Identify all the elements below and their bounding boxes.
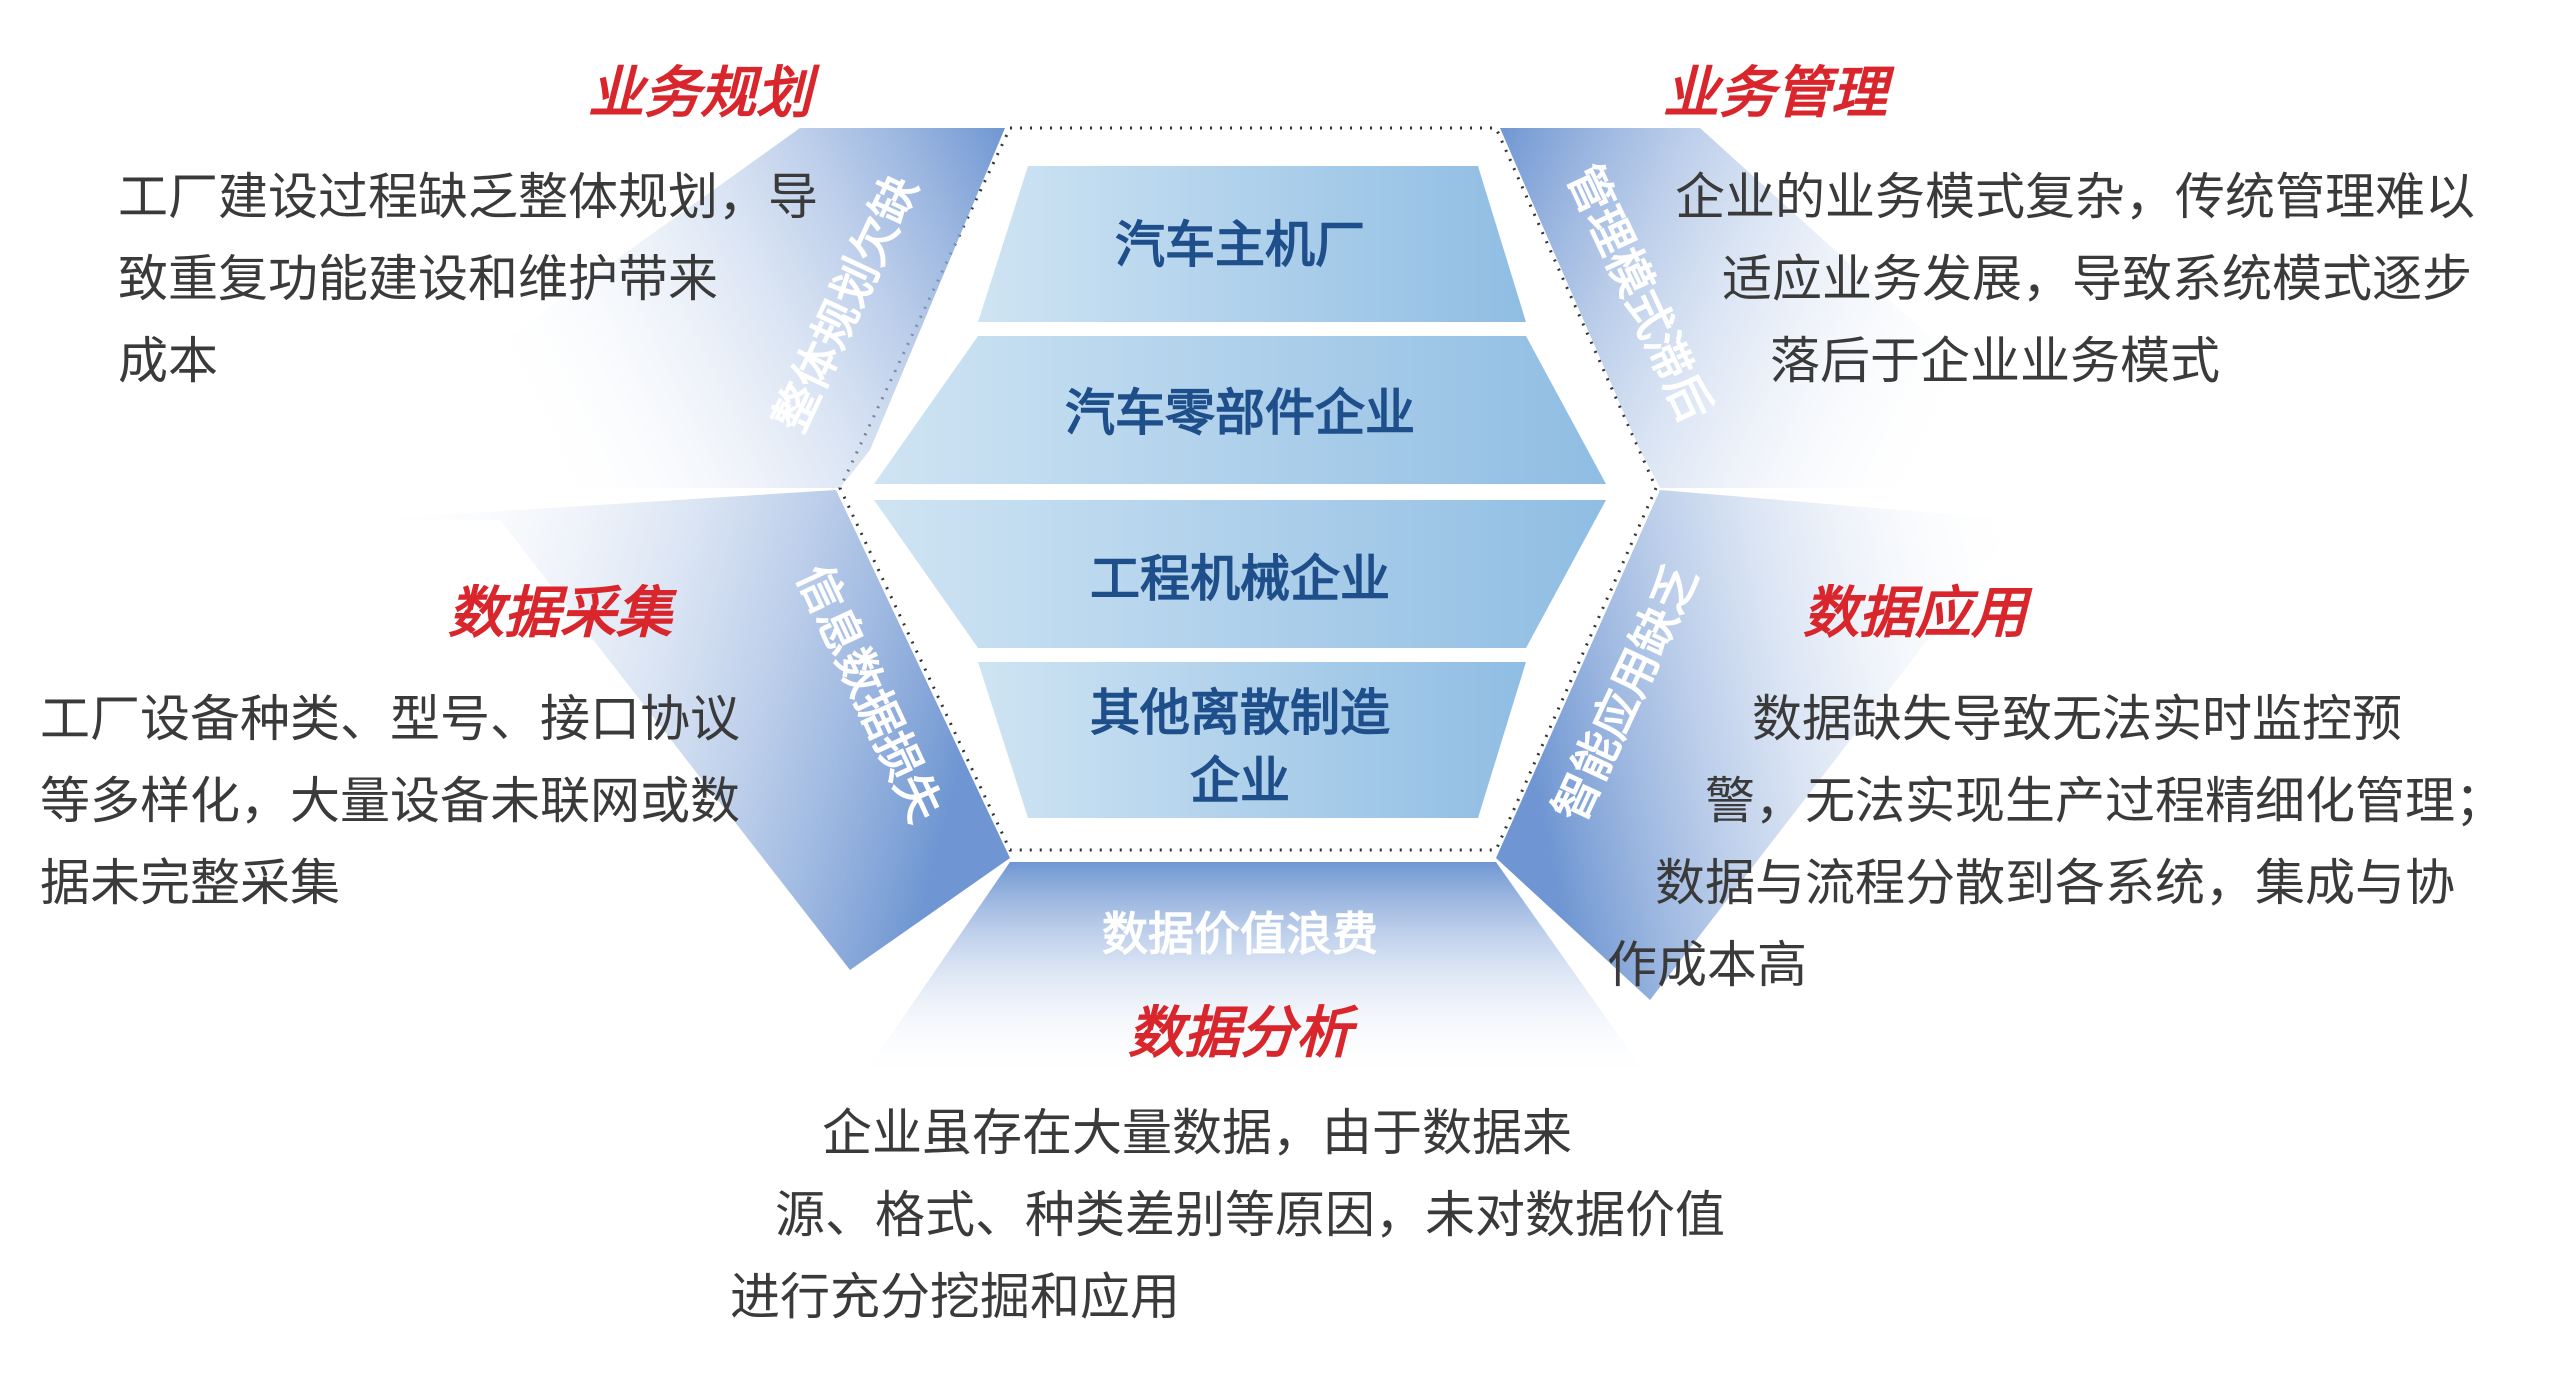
desc-line: 数据缺失导致无法实时监控预 — [1752, 690, 2402, 748]
title-top-right: 业务管理 — [1663, 61, 1895, 126]
desc-line: 企业的业务模式复杂，传统管理难以 — [1675, 168, 2475, 226]
center-label-4b: 企业 — [1190, 752, 1290, 810]
band-top-right — [1500, 128, 2050, 488]
title-mid-left: 数据采集 — [448, 581, 678, 646]
title-bottom: 数据分析 — [1128, 1001, 1359, 1066]
band-mid-left — [360, 490, 1010, 970]
center-label-3: 工程机械企业 — [1090, 550, 1390, 608]
band-bottom — [860, 862, 1650, 1080]
desc-line: 企业虽存在大量数据，由于数据来 — [822, 1104, 1572, 1162]
desc-line: 作成本高 — [1607, 936, 1807, 994]
desc-line: 工厂建设过程缺乏整体规划，导 — [118, 168, 818, 226]
desc-line: 数据与流程分散到各系统，集成与协 — [1655, 854, 2455, 912]
center-row-2 — [874, 336, 1606, 484]
desc-line: 成本 — [118, 332, 218, 390]
desc-bottom: 企业虽存在大量数据，由于数据来 源、格式、种类差别等原因，未对数据价值 进行充分… — [730, 1104, 1725, 1326]
desc-line: 警，无法实现生产过程精细化管理； — [1705, 772, 2505, 830]
desc-mid-left: 工厂设备种类、型号、接口协议 等多样化，大量设备未联网或数 据未完整采集 — [40, 690, 740, 912]
center-label-4a: 其他离散制造 — [1090, 684, 1390, 742]
desc-line: 进行充分挖掘和应用 — [730, 1268, 1180, 1326]
center-row-3 — [874, 500, 1606, 648]
band-top-left — [420, 128, 1005, 488]
band-mid-right — [1496, 490, 2020, 1000]
desc-line: 源、格式、种类差别等原因，未对数据价值 — [775, 1186, 1725, 1244]
desc-line: 工厂设备种类、型号、接口协议 — [40, 690, 740, 748]
desc-top-left: 工厂建设过程缺乏整体规划，导 致重复功能建设和维护带来 成本 — [118, 168, 818, 390]
desc-top-right: 企业的业务模式复杂，传统管理难以 适应业务发展，导致系统模式逐步 落后于企业业务… — [1675, 168, 2475, 390]
desc-line: 适应业务发展，导致系统模式逐步 — [1722, 250, 2472, 308]
desc-line: 落后于企业业务模式 — [1770, 332, 2220, 390]
desc-mid-right: 数据缺失导致无法实时监控预 警，无法实现生产过程精细化管理； 数据与流程分散到各… — [1607, 690, 2505, 994]
center-row-4 — [978, 662, 1526, 818]
desc-line: 据未完整采集 — [40, 854, 340, 912]
band-label-bottom: 数据价值浪费 — [1102, 907, 1378, 961]
center-label-1: 汽车主机厂 — [1115, 216, 1365, 274]
desc-line: 等多样化，大量设备未联网或数 — [40, 772, 740, 830]
title-top-left: 业务规划 — [588, 61, 820, 126]
center-label-2: 汽车零部件企业 — [1065, 384, 1415, 442]
center-row-1 — [978, 166, 1526, 322]
center-stack: 汽车主机厂 汽车零部件企业 工程机械企业 其他离散制造 企业 — [874, 166, 1606, 818]
desc-line: 致重复功能建设和维护带来 — [118, 250, 718, 308]
title-mid-right: 数据应用 — [1803, 581, 2033, 646]
